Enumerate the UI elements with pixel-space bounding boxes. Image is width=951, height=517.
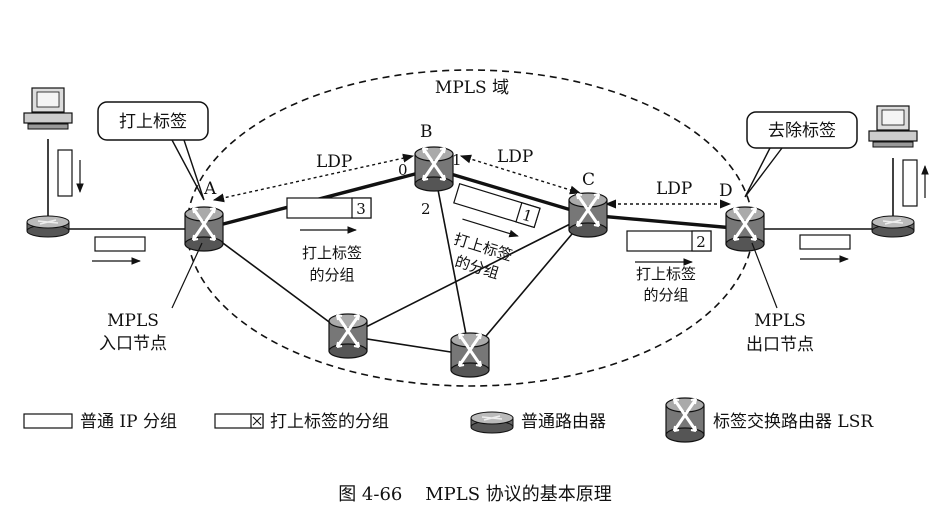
callout-push-label-text: 打上标签 [119,112,187,132]
legend-ip-packet: 普通 IP 分组 [80,412,177,432]
lsr-bottom-right-icon [449,331,491,379]
ingress-label-2: 入口节点 [99,334,167,354]
legend-lsr-icon [664,396,706,444]
ingress-label-1: MPLS [107,311,159,331]
labeled-packet-ab-label: 3 [356,200,366,218]
lsr-a-icon [183,205,225,253]
router-label-d: D [719,181,733,201]
callout-pop-label-text: 去除标签 [768,121,836,141]
lsr-bottom-left-icon [327,312,369,360]
lsr-c-icon [567,191,609,239]
network-links [47,139,894,356]
router-label-c: C [582,170,595,190]
ldp-arrows [212,153,732,209]
ip-packet-left-vertical [57,149,84,197]
labeled-packet-cd-label: 2 [696,233,706,251]
ip-packet-right [799,234,851,263]
legend-labeled-packet: 打上标签的分组 [270,412,389,432]
ip-packet-left [92,236,146,265]
lsr-b-icon [413,145,455,193]
router-label-a: A [203,179,217,199]
legend: 普通 IP 分组 打上标签的分组 普通路由器 标签交换路由器 LSR [23,396,874,444]
port-b-2: 2 [421,200,431,218]
labeled-packet-cd: 2 打上标签 的分组 [626,230,712,304]
labeled-packet-bc: 1 打上标签 的分组 [452,182,541,283]
packet-caption-cd-2: 的分组 [643,286,688,304]
lsr-d-icon [724,205,766,253]
host-right-icon [868,105,918,148]
port-b-0: 0 [398,161,408,179]
ldp-label-ab: LDP [316,152,352,172]
callout-push-label: 打上标签 [97,101,209,201]
packet-caption-ab-1: 打上标签 [302,244,362,262]
legend-router: 普通路由器 [521,412,606,432]
egress-label-1: MPLS [754,311,806,331]
edge-router-left-icon [26,215,70,238]
legend-router-icon [470,411,514,434]
figure-caption: 图 4-66 MPLS 协议的基本原理 [338,484,612,505]
ip-packet-right-vertical [902,159,929,207]
callout-pop-label: 去除标签 [744,111,858,198]
port-b-1: 1 [452,151,462,169]
legend-ip-packet-swatch [23,413,73,429]
ldp-label-cd: LDP [656,179,692,199]
mpls-domain-label: MPLS 域 [435,78,509,98]
labeled-packet-ab: 3 打上标签 的分组 [286,197,372,284]
router-label-b: B [420,122,433,142]
packet-caption-cd-1: 打上标签 [636,265,696,283]
egress-label-2: 出口节点 [746,335,814,355]
packet-caption-ab-2: 的分组 [309,266,354,284]
edge-router-right-icon [871,215,915,238]
ldp-label-bc: LDP [497,147,533,167]
host-left-icon [23,87,73,130]
legend-lsr: 标签交换路由器 LSR [713,412,874,432]
